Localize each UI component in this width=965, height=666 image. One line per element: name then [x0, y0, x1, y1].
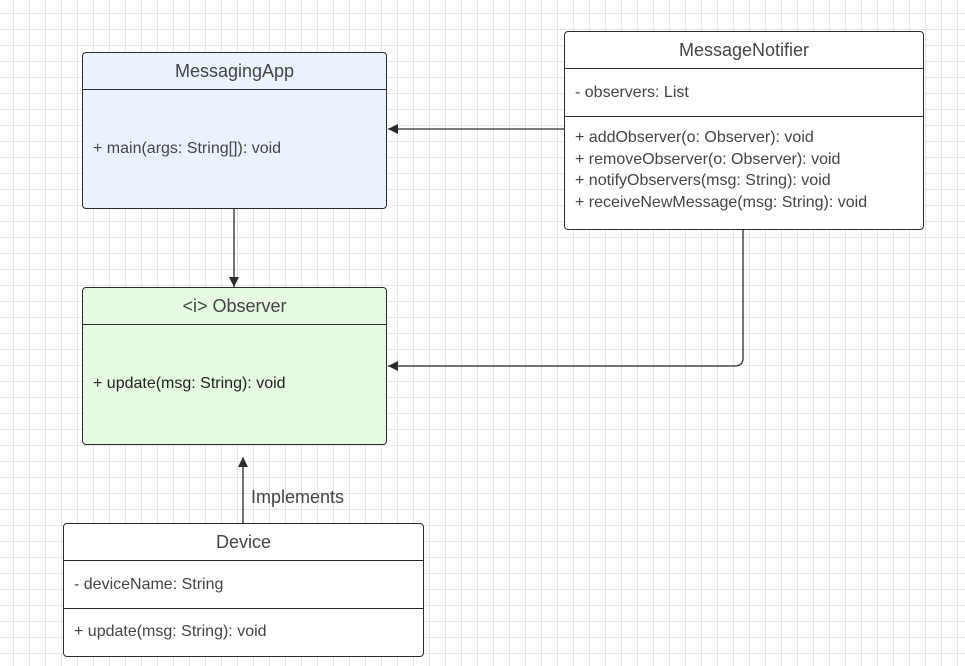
methods-section: + update(msg: String): void: [83, 325, 386, 443]
class-name: <i> Observer: [83, 288, 386, 325]
method-row: + main(args: String[]): void: [93, 139, 282, 157]
implements-label: Implements: [251, 487, 345, 507]
messaging-app-class[interactable]: MessagingApp + main(args: String[]): voi…: [82, 52, 387, 209]
class-name: Device: [64, 524, 423, 561]
attribute-row: - observers: List: [575, 83, 689, 101]
device-class[interactable]: Device - deviceName: String + update(msg…: [63, 523, 424, 657]
attribute-row: - deviceName: String: [74, 575, 224, 593]
observer-interface[interactable]: <i> Observer + update(msg: String): void: [82, 287, 387, 445]
methods-section: + update(msg: String): void: [64, 609, 423, 655]
attributes-section: - deviceName: String: [64, 561, 423, 609]
methods-section: + addObserver(o: Observer): void + remov…: [565, 117, 923, 213]
method-row: + receiveNewMessage(msg: String): void: [575, 193, 868, 211]
method-row: + notifyObservers(msg: String): void: [575, 172, 831, 189]
class-name: MessageNotifier: [565, 32, 923, 69]
message-notifier-class[interactable]: MessageNotifier - observers: List + addO…: [564, 31, 924, 230]
methods-section: + main(args: String[]): void: [83, 90, 386, 207]
method-row: + addObserver(o: Observer): void: [575, 129, 814, 146]
notifier-to-observer-connector[interactable]: [388, 229, 744, 371]
attributes-section: - observers: List: [565, 69, 923, 117]
class-name: MessagingApp: [83, 53, 386, 90]
method-row: + update(msg: String): void: [93, 375, 286, 393]
method-row: + update(msg: String): void: [74, 623, 267, 641]
method-row: + removeObserver(o: Observer): void: [575, 150, 841, 168]
